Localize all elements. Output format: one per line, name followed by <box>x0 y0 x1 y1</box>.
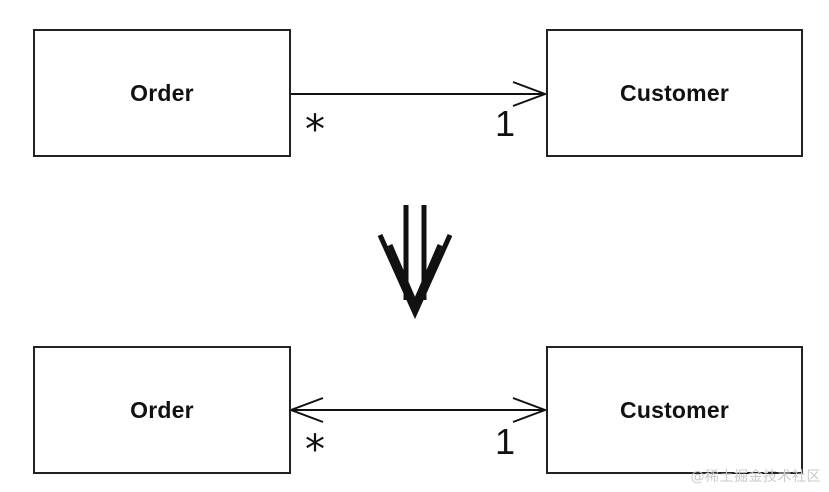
top-customer-label: Customer <box>620 79 729 106</box>
watermark: @稀土掘金技术社区 <box>690 469 821 485</box>
bottom-order-class-box: Order <box>33 346 291 474</box>
bottom-customer-class-box: Customer <box>546 346 803 474</box>
bottom-arrowhead-right-icon <box>512 397 548 423</box>
bottom-arrowhead-left-icon <box>288 397 324 423</box>
top-left-multiplicity: * <box>305 107 325 153</box>
bottom-order-label: Order <box>130 396 194 423</box>
bottom-left-multiplicity: * <box>305 427 325 473</box>
top-order-label: Order <box>130 79 194 106</box>
top-right-multiplicity: 1 <box>495 103 516 144</box>
top-order-class-box: Order <box>33 29 291 157</box>
bottom-customer-label: Customer <box>620 396 729 423</box>
double-down-arrow-icon <box>377 205 453 320</box>
top-customer-class-box: Customer <box>546 29 803 157</box>
bottom-right-multiplicity: 1 <box>495 421 516 462</box>
top-association-line <box>291 81 548 107</box>
top-arrowhead-right-icon <box>512 81 548 107</box>
bottom-association-line <box>288 397 548 423</box>
